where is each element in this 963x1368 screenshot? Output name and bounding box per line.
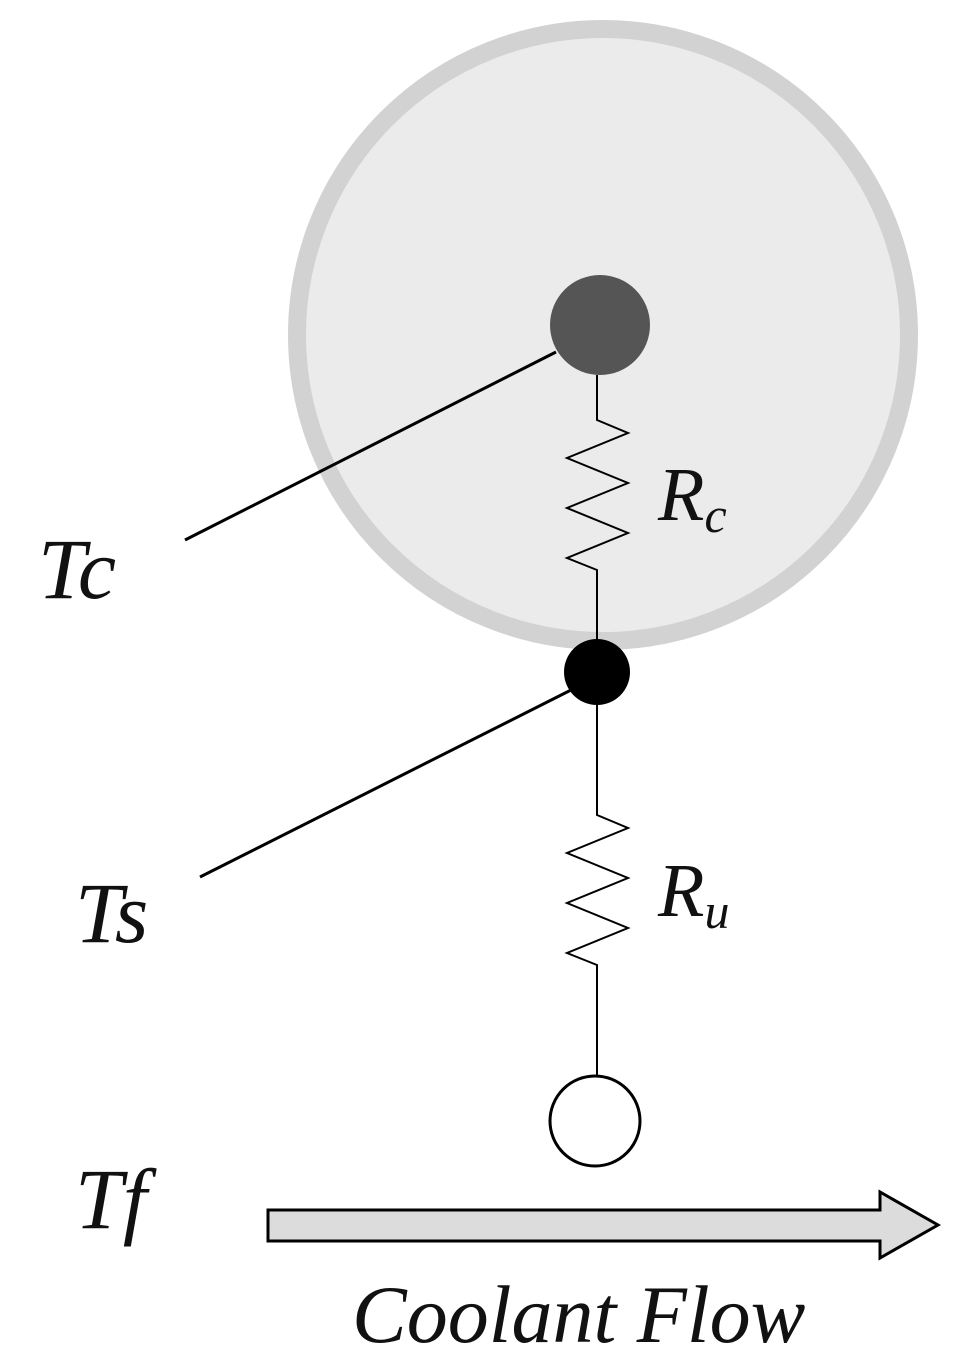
- center-node: [550, 275, 650, 375]
- ru-main: R: [657, 849, 704, 933]
- rc-main: R: [657, 453, 704, 537]
- rc-subscript: c: [704, 487, 726, 543]
- ru-subscript: u: [704, 883, 729, 939]
- coolant-flow-label: Coolant Flow: [352, 1269, 806, 1360]
- ts-leader-line: [199, 686, 576, 879]
- ts-label: Ts: [75, 865, 148, 961]
- coolant-node: [548, 1074, 642, 1168]
- tc-label: Tc: [38, 521, 116, 617]
- rc-label: Rc: [657, 453, 727, 543]
- resistor-ru: [564, 700, 631, 1076]
- resistor-rc: [564, 375, 631, 640]
- surface-node: [564, 639, 630, 705]
- tf-label: Tf: [75, 1151, 157, 1247]
- ru-label: Ru: [657, 849, 729, 939]
- tc-leader-line: [184, 350, 557, 542]
- coolant-flow-arrow: [266, 1189, 942, 1261]
